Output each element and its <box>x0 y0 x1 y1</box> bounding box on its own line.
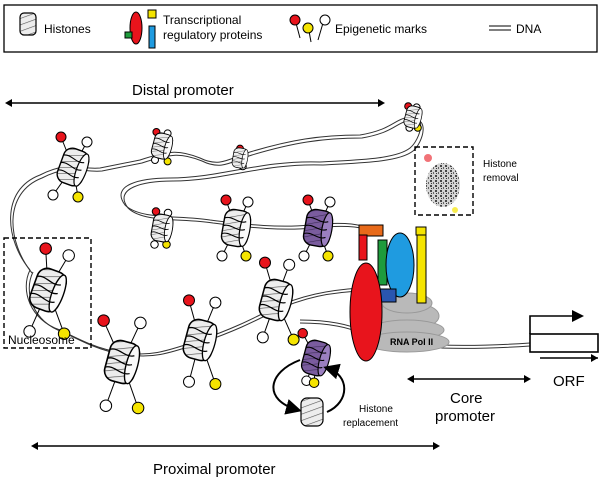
legend-histones-label: Histones <box>44 22 91 36</box>
nucleosome <box>216 194 254 262</box>
epigenetic-mark <box>62 249 75 262</box>
variant-nucleosome <box>297 328 332 388</box>
epigenetic-mark <box>209 296 222 309</box>
legend-tf-icon <box>124 9 157 49</box>
nucleosome-highlight-box <box>3 237 92 349</box>
epigenetic-mark <box>23 325 36 338</box>
histone-octamer <box>56 147 90 187</box>
legend-tf-label-line2: regulatory proteins <box>163 28 262 42</box>
nucleosome-label: Nucleosome <box>8 333 75 347</box>
histone-octamer <box>403 105 423 129</box>
nucleosome <box>182 294 222 390</box>
histone-removal-label-line1: Histone <box>483 159 517 170</box>
legend-epigenetic-label: Epigenetic marks <box>335 22 427 36</box>
nucleosome <box>23 242 75 340</box>
epigenetic-mark <box>183 375 195 388</box>
proximal-promoter-label: Proximal promoter <box>153 461 276 478</box>
transcription-start-site-arrow <box>529 310 599 353</box>
distal-promoter-bracket <box>5 99 385 107</box>
epigenetic-mark <box>297 328 308 339</box>
histone-octamer <box>300 339 332 377</box>
epigenetic-mark <box>81 136 93 148</box>
epigenetic-mark <box>57 327 71 340</box>
epigenetic-mark <box>283 258 296 271</box>
core-promoter-bracket <box>407 375 531 383</box>
variant-nucleosome <box>298 194 336 262</box>
nucleosome <box>231 144 249 171</box>
disassembling-nucleosome <box>424 154 460 213</box>
legend-tf-label-line1: Transcriptional <box>163 13 241 27</box>
legend: Histones Transcriptional regulatory prot… <box>3 4 598 53</box>
proximal-promoter-bracket <box>31 442 440 450</box>
legend-epigenetic-marks-icon <box>289 14 331 43</box>
epigenetic-mark <box>216 250 228 262</box>
histone-octamer <box>302 208 334 248</box>
replacement-histone-icon <box>300 397 324 427</box>
nucleosome <box>150 128 174 166</box>
epigenetic-mark <box>97 314 110 327</box>
epigenetic-mark <box>259 256 271 269</box>
epigenetic-mark <box>298 250 310 262</box>
legend-histone-icon <box>19 12 37 36</box>
legend-dna-icon <box>489 25 511 31</box>
epigenetic-mark <box>322 250 334 262</box>
epigenetic-mark <box>55 131 67 143</box>
nucleosome <box>256 256 300 346</box>
epigenetic-mark <box>131 401 145 415</box>
histone-octamer <box>150 132 174 160</box>
histone-octamer <box>258 278 294 322</box>
histone-removal-label-line2: removal <box>483 173 519 184</box>
core-promoter-label-line1: Core <box>450 390 483 407</box>
epigenetic-mark <box>308 377 320 388</box>
epigenetic-mark <box>72 191 84 203</box>
nucleosome <box>150 207 174 249</box>
epigenetic-mark <box>287 333 300 346</box>
dna-strand <box>10 116 531 357</box>
orf-label: ORF <box>553 373 585 390</box>
histone-octamer <box>28 267 68 313</box>
epigenetic-mark <box>302 194 314 206</box>
rna-pol-ii-label: RNA Pol II <box>390 337 433 347</box>
epigenetic-mark <box>209 378 222 390</box>
histone-octamer <box>231 147 249 169</box>
histone-replacement-label-line1: Histone <box>359 404 393 415</box>
nucleosome <box>403 102 423 132</box>
histone-octamer <box>150 213 174 243</box>
rna-pol-ii <box>364 292 450 353</box>
epigenetic-mark <box>134 316 147 330</box>
epigenetic-mark <box>183 294 195 307</box>
epigenetic-mark <box>39 242 52 255</box>
transcriptional-regulatory-complex <box>349 224 427 362</box>
legend-box <box>3 4 598 53</box>
histone-octamer <box>103 339 141 385</box>
histone-replacement-label-line2: replacement <box>343 418 398 429</box>
histone-removal-box <box>414 146 474 216</box>
histone-octamer <box>182 318 218 362</box>
epigenetic-mark <box>324 196 336 208</box>
epigenetic-mark <box>99 399 113 412</box>
histone-replacement-cycle <box>272 359 346 415</box>
nucleosome <box>97 314 147 415</box>
nucleosome-group <box>23 102 423 415</box>
epigenetic-mark <box>256 331 269 344</box>
nucleosome <box>47 131 93 203</box>
epigenetic-mark <box>47 189 59 201</box>
core-promoter-label-line2: promoter <box>435 408 495 425</box>
epigenetic-mark <box>240 250 252 262</box>
epigenetic-mark <box>220 194 232 206</box>
distal-promoter-label: Distal promoter <box>132 82 234 99</box>
histone-octamer <box>220 208 252 248</box>
legend-dna-label: DNA <box>516 22 541 36</box>
epigenetic-mark <box>242 196 254 208</box>
orf-arrow <box>540 354 598 362</box>
epigenetic-mark <box>150 240 159 249</box>
